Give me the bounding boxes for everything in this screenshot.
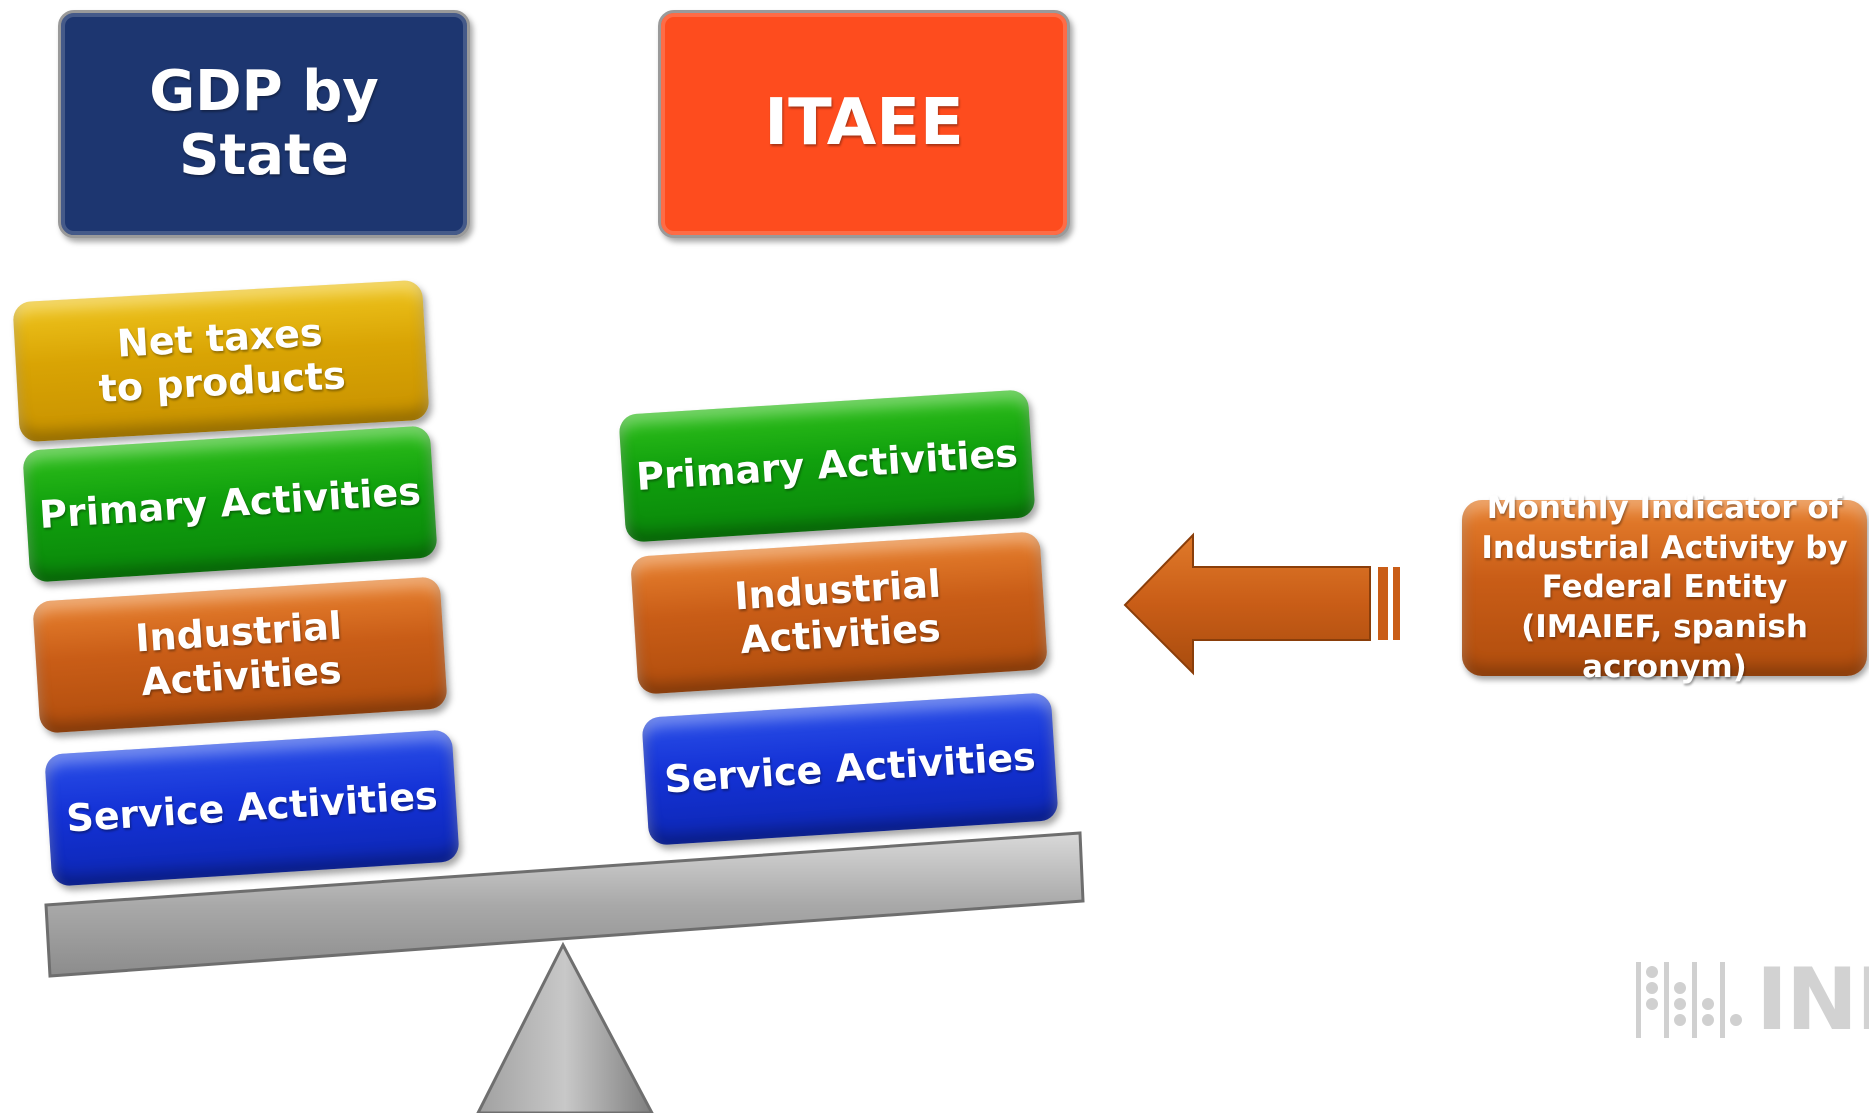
left-primary-label: Primary Activities xyxy=(37,469,422,538)
left-primary-block: Primary Activities xyxy=(22,425,438,583)
right-primary-block: Primary Activities xyxy=(618,389,1036,543)
right-industrial-block: Industrial Activities xyxy=(630,531,1048,695)
right-service-block: Service Activities xyxy=(641,692,1059,846)
inegi-logo: INEGI xyxy=(1636,950,1869,1050)
right-service-label: Service Activities xyxy=(663,734,1037,802)
arrow-left-icon xyxy=(1123,532,1371,676)
left-industrial-label: Industrial Activities xyxy=(134,603,344,705)
itaee-label: ITAEE xyxy=(764,86,964,161)
inegi-logo-mark-icon xyxy=(1636,962,1742,1038)
right-industrial-label: Industrial Activities xyxy=(733,561,943,663)
net-taxes-label: Net taxes to products xyxy=(97,310,347,411)
inegi-logo-text: INEGI xyxy=(1756,950,1869,1050)
fulcrum-triangle xyxy=(476,941,654,1113)
right-primary-label: Primary Activities xyxy=(634,431,1019,500)
imaief-box: Monthly Indicator of Industrial Activity… xyxy=(1462,490,1867,685)
gdp-by-state-header: GDP by State xyxy=(58,10,470,238)
arrow-stripe xyxy=(1378,567,1388,640)
left-industrial-block: Industrial Activities xyxy=(32,576,448,734)
left-service-label: Service Activities xyxy=(65,773,439,841)
gdp-by-state-label: GDP by State xyxy=(149,58,379,188)
itaee-header: ITAEE xyxy=(658,10,1070,238)
left-service-block: Service Activities xyxy=(44,729,460,887)
imaief-label: Monthly Indicator of Industrial Activity… xyxy=(1481,489,1848,685)
net-taxes-block: Net taxes to products xyxy=(12,279,430,443)
balance-beam xyxy=(44,831,1085,978)
arrow-stripe xyxy=(1393,567,1400,640)
